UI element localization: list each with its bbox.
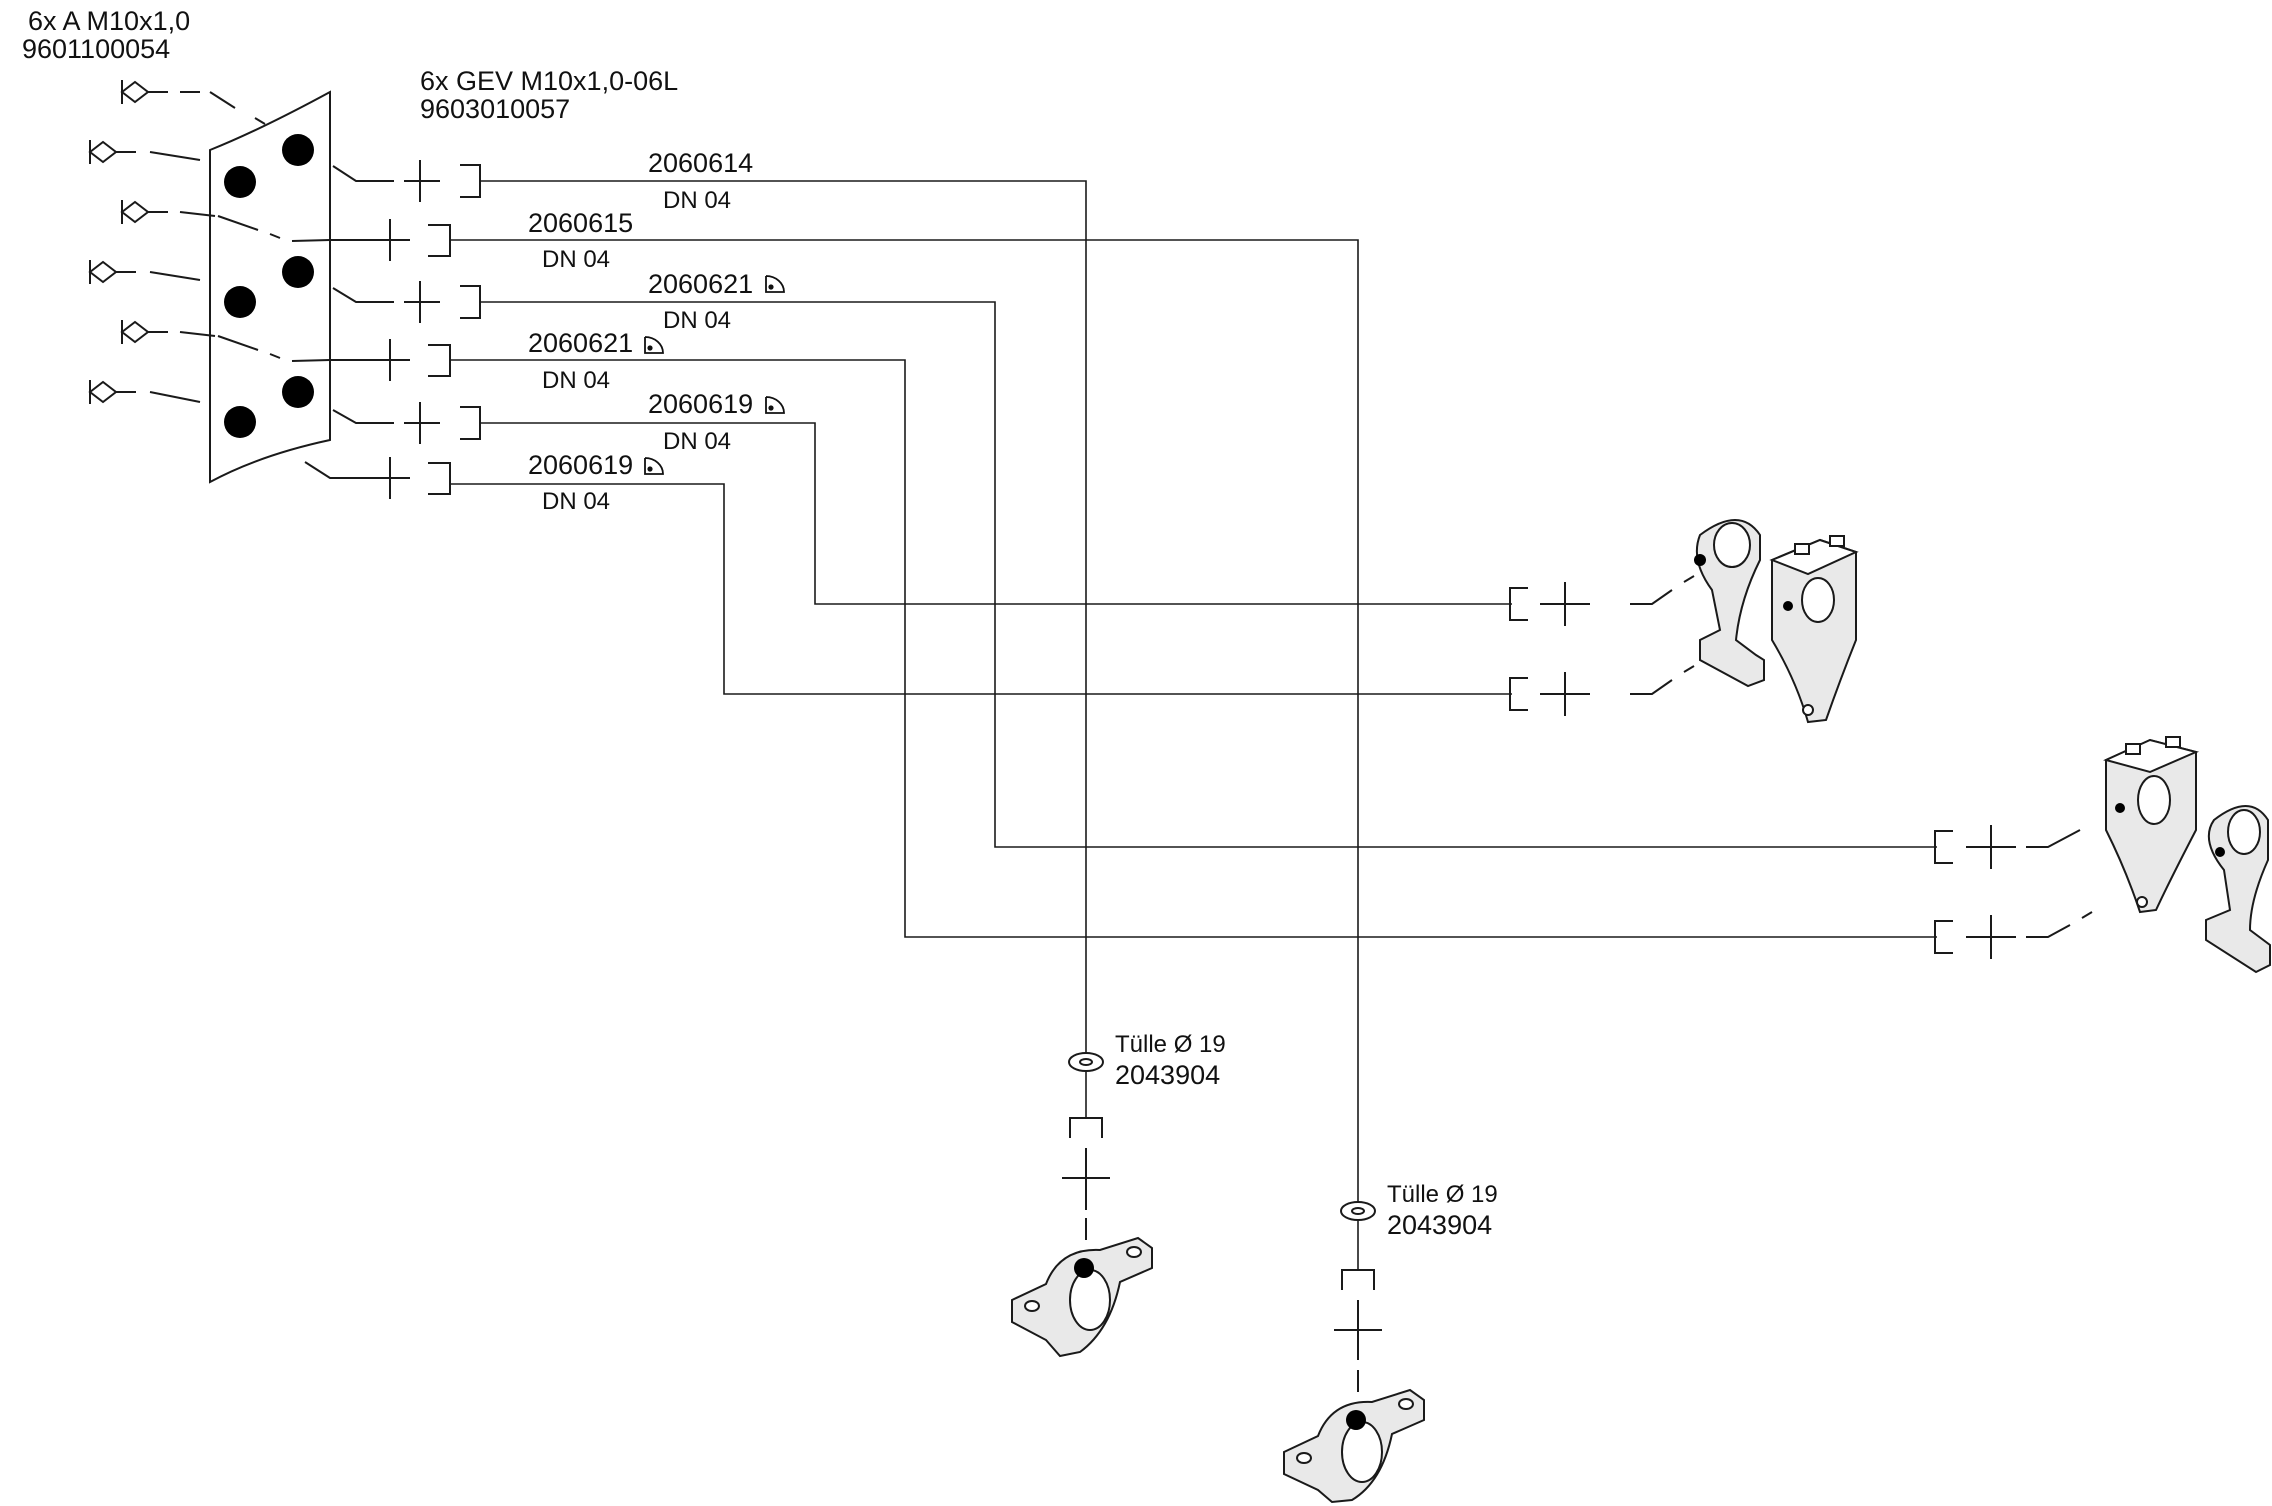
port-dot <box>282 134 314 166</box>
hose-line-2060615 <box>450 239 1359 1212</box>
hose-labels: 2060614 DN 04 2060615 DN 04 2060621 DN 0… <box>528 148 785 515</box>
hose-line-2060619-b <box>450 483 1512 695</box>
hose-size: DN 04 <box>663 187 731 214</box>
hose-part-number: 2060619 <box>648 389 753 419</box>
check-valve-icon <box>121 319 169 345</box>
hose-part-number: 2060621 <box>648 269 753 299</box>
leader-lines <box>217 165 394 479</box>
fittings-left <box>372 160 481 499</box>
hose-size: DN 04 <box>542 488 610 515</box>
hose-part-number: 2060615 <box>528 208 633 238</box>
angled-fitting-icon <box>644 457 664 475</box>
distributor-block <box>209 90 331 484</box>
port-dot <box>282 256 314 288</box>
hose-part-number: 2060614 <box>648 148 753 178</box>
hose-line-2060621-a <box>480 301 1937 848</box>
hose-part-number: 2060619 <box>528 450 633 480</box>
check-valve-couplings <box>89 79 266 405</box>
port-dot <box>224 406 256 438</box>
couplings-part-number-label: 9601100054 <box>22 34 170 64</box>
fittings-qty-type-label: 6x GEV M10x1,0-06L <box>420 66 678 96</box>
hose-size: DN 04 <box>542 246 610 273</box>
angled-fitting-icon <box>644 336 664 354</box>
cylinder-clamp-parts-lower <box>2103 736 2271 974</box>
fittings-right <box>1509 575 2093 959</box>
check-valve-icon <box>89 259 137 285</box>
check-valve-icon <box>121 79 169 105</box>
angled-fitting-icon <box>765 275 785 293</box>
hose-size: DN 04 <box>663 307 731 334</box>
hose-line-2060614 <box>480 180 1087 1063</box>
grommet-name-label: Tülle Ø 19 <box>1115 1031 1226 1058</box>
cylinder-clamp-parts-upper <box>1694 519 1859 724</box>
fittings-part-number-label: 9603010057 <box>420 94 570 124</box>
grommet-name-label: Tülle Ø 19 <box>1387 1181 1498 1208</box>
grommet-assembly-left <box>1011 1052 1153 1358</box>
check-valve-icon <box>89 139 137 165</box>
hose-lines <box>450 180 1937 1212</box>
port-dot <box>224 286 256 318</box>
angled-fitting-icon <box>765 396 785 414</box>
couplings-qty-type-label: 6x A M10x1,0 <box>28 6 190 36</box>
hose-size: DN 04 <box>542 367 610 394</box>
grommet-assembly-right <box>1283 1201 1425 1504</box>
hose-size: DN 04 <box>663 428 731 455</box>
grommet-part-number-label: 2043904 <box>1387 1210 1492 1240</box>
port-dot <box>224 166 256 198</box>
check-valve-icon <box>89 379 137 405</box>
hose-line-2060619-a <box>480 422 1512 605</box>
port-dot <box>282 376 314 408</box>
check-valve-icon <box>121 199 169 225</box>
hose-line-2060621-b <box>450 359 1937 938</box>
grommet-part-number-label: 2043904 <box>1115 1060 1220 1090</box>
hose-part-number: 2060621 <box>528 328 633 358</box>
